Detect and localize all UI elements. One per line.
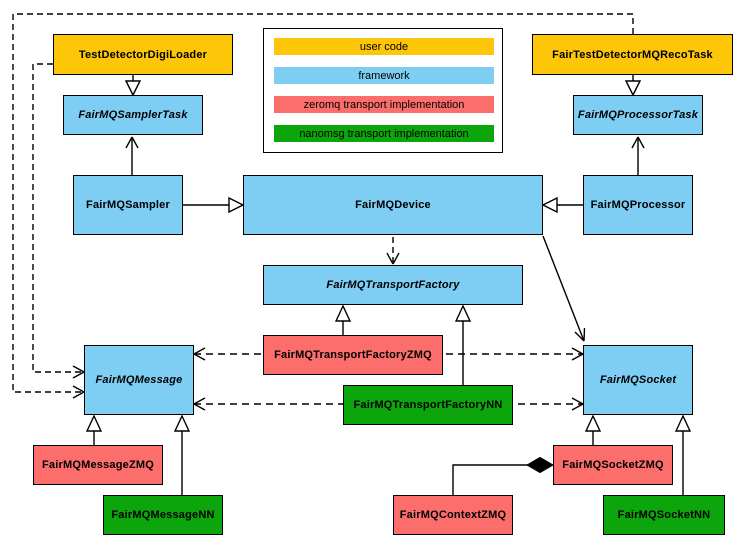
edge-sampler-device-inheritance bbox=[183, 196, 245, 214]
edge-factoryzmq-transportfactory-inheritance bbox=[334, 304, 352, 335]
node-fair-mq-socket: FairMQSocket bbox=[583, 345, 693, 415]
edge-factorynn-transportfactory-inheritance bbox=[454, 304, 472, 385]
node-fair-mq-message-zmq: FairMQMessageZMQ bbox=[33, 445, 163, 485]
edge-socketnn-socket-inheritance bbox=[674, 414, 692, 495]
edge-device-socket-association bbox=[542, 235, 586, 342]
edge-messagenn-message-inheritance bbox=[173, 414, 191, 495]
edge-socketzmq-socket-inheritance bbox=[584, 414, 602, 445]
node-fair-mq-sampler: FairMQSampler bbox=[73, 175, 183, 235]
edge-device-transportfactory-dependency bbox=[386, 237, 400, 265]
node-fair-mq-processor-task: FairMQProcessorTask bbox=[573, 95, 703, 135]
edge-recotask-message-dependency bbox=[12, 13, 634, 399]
edge-sampler-samplertask-association bbox=[125, 136, 139, 175]
node-test-detector-digi-loader: TestDetectorDigiLoader bbox=[53, 34, 233, 75]
node-fair-mq-transport-factory: FairMQTransportFactory bbox=[263, 265, 523, 305]
legend-item-user-code: user code bbox=[274, 38, 494, 55]
node-fair-mq-device: FairMQDevice bbox=[243, 175, 543, 235]
node-fair-mq-transport-factory-zmq: FairMQTransportFactoryZMQ bbox=[263, 335, 443, 375]
legend-box: user code framework zeromq transport imp… bbox=[263, 28, 503, 153]
edge-digiloader-message-dependency bbox=[32, 63, 85, 379]
legend-item-zeromq: zeromq transport implementation bbox=[274, 96, 494, 113]
node-fair-test-detector-mq-reco-task: FairTestDetectorMQRecoTask bbox=[532, 34, 733, 75]
node-fair-mq-context-zmq: FairMQContextZMQ bbox=[393, 495, 513, 535]
legend-item-framework: framework bbox=[274, 67, 494, 84]
node-fair-mq-socket-nn: FairMQSocketNN bbox=[603, 495, 725, 535]
legend-item-nanomsg: nanomsg transport implementation bbox=[274, 125, 494, 142]
node-fair-mq-message-nn: FairMQMessageNN bbox=[103, 495, 223, 535]
edge-processor-device-inheritance bbox=[541, 196, 583, 214]
node-fair-mq-message: FairMQMessage bbox=[84, 345, 194, 415]
edge-messagezmq-message-inheritance bbox=[85, 414, 103, 445]
edge-recotask-processortask-inheritance bbox=[624, 75, 642, 97]
node-fair-mq-processor: FairMQProcessor bbox=[583, 175, 693, 235]
edge-digiloader-samplertask-inheritance bbox=[124, 75, 142, 97]
edge-processor-processortask-association bbox=[631, 136, 645, 175]
node-fair-mq-sampler-task: FairMQSamplerTask bbox=[63, 95, 203, 135]
node-fair-mq-socket-zmq: FairMQSocketZMQ bbox=[553, 445, 673, 485]
edge-socketzmq-contextzmq-composition bbox=[452, 456, 555, 495]
node-fair-mq-transport-factory-nn: FairMQTransportFactoryNN bbox=[343, 385, 513, 425]
